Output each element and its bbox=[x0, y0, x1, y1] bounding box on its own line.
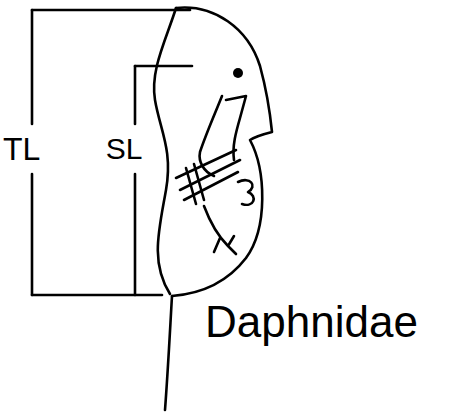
antenna-line bbox=[176, 150, 236, 178]
dimension-label: TL bbox=[3, 133, 40, 165]
appendage-line bbox=[238, 180, 254, 205]
tail-spine bbox=[165, 296, 172, 410]
bracket-line bbox=[32, 9, 190, 12]
body-outline bbox=[172, 8, 272, 296]
antenna-line bbox=[186, 168, 196, 204]
carapace-outline bbox=[154, 8, 176, 294]
bracket-line bbox=[134, 66, 137, 124]
taxon-label: Daphnidae bbox=[205, 300, 418, 344]
bracket-line bbox=[134, 174, 137, 295]
dimension-label: SL bbox=[106, 134, 143, 164]
bracket-line bbox=[32, 294, 162, 297]
bracket-line bbox=[135, 65, 192, 68]
bracket-line bbox=[31, 10, 34, 124]
leg-line bbox=[204, 206, 236, 254]
bracket-line bbox=[31, 174, 34, 295]
antenna-line bbox=[194, 164, 204, 200]
eye-dot bbox=[233, 68, 243, 78]
